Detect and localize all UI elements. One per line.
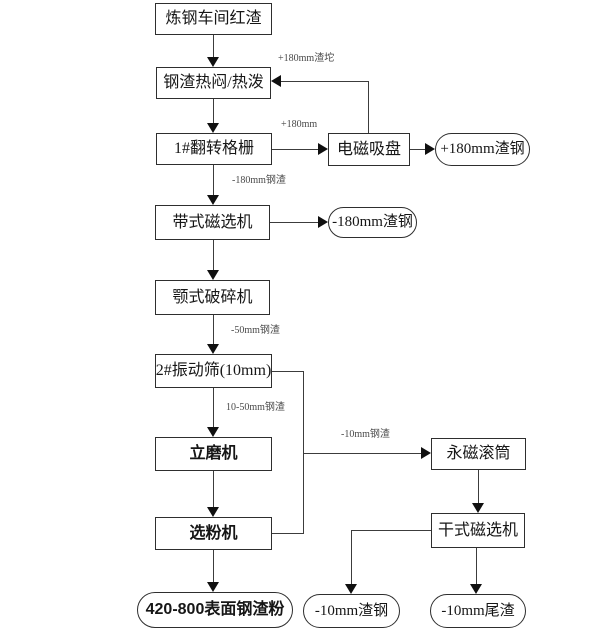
node-steelmaking-red-slag: 炼钢车间红渣 — [155, 3, 272, 35]
arrowhead-right-icon — [318, 143, 328, 155]
arrowhead-down-icon — [207, 195, 219, 205]
connector-grid-to-beltseparator — [213, 165, 214, 196]
arrowhead-down-icon — [207, 344, 219, 354]
node-slag-powder-output: 420-800表面钢渣粉 — [137, 592, 293, 628]
connector-stewing-to-grid — [213, 99, 214, 124]
node-powder-classifier: 选粉机 — [155, 517, 272, 550]
connector-chuck-to-plus180 — [410, 149, 426, 150]
node-minus180mm-slag-steel: -180mm渣钢 — [328, 207, 417, 238]
node-permanent-magnet-drum: 永磁滚筒 — [431, 438, 526, 470]
arrowhead-down-icon — [345, 584, 357, 594]
connector-beltseparator-to-crusher — [213, 240, 214, 271]
connector-dryseparator-left-horizontal — [351, 530, 431, 531]
connector-chuck-feedback-vertical — [368, 81, 369, 133]
connector-classifier-right-stub — [272, 533, 303, 534]
arrowhead-down-icon — [470, 584, 482, 594]
connector-beltseparator-to-minus180 — [270, 222, 319, 223]
arrowhead-down-icon — [207, 270, 219, 280]
connector-fines-bus-vertical — [303, 371, 304, 534]
connector-chuck-feedback-horizontal — [281, 81, 369, 82]
node-plus180mm-slag-steel: +180mm渣钢 — [435, 133, 530, 166]
edge-label-minus180mm-slag: -180mm钢渣 — [232, 175, 286, 186]
connector-crusher-to-screen — [213, 315, 214, 345]
arrowhead-down-icon — [207, 582, 219, 592]
edge-label-minus50mm-slag: -50mm钢渣 — [231, 325, 280, 336]
edge-label-plus180mm: +180mm — [281, 119, 318, 130]
arrowhead-down-icon — [207, 427, 219, 437]
node-vibrating-screen-2: 2#振动筛(10mm) — [155, 354, 272, 388]
edge-label-10-50mm-slag: 10-50mm钢渣 — [226, 402, 285, 413]
connector-drum-to-dryseparator — [478, 470, 479, 504]
node-electromagnet-chuck: 电磁吸盘 — [328, 133, 410, 166]
connector-redslag-to-stewing — [213, 35, 214, 58]
connector-dryseparator-to-tailings — [476, 548, 477, 585]
node-slag-hot-stewing: 钢渣热闷/热泼 — [156, 67, 271, 99]
arrowhead-right-icon — [425, 143, 435, 155]
node-minus10mm-slag-steel: -10mm渣钢 — [303, 594, 400, 628]
connector-grid-to-chuck — [272, 149, 319, 150]
arrowhead-down-icon — [207, 507, 219, 517]
node-belt-magnetic-separator: 带式磁选机 — [155, 205, 270, 240]
connector-fines-to-drum — [303, 453, 422, 454]
connector-classifier-to-output — [213, 550, 214, 583]
arrowhead-left-icon — [271, 75, 281, 87]
arrowhead-down-icon — [207, 57, 219, 67]
arrowhead-right-icon — [421, 447, 431, 459]
arrowhead-down-icon — [207, 123, 219, 133]
connector-dryseparator-left-vertical — [351, 530, 352, 585]
connector-mill-to-classifier — [213, 471, 214, 508]
node-minus10mm-tailings: -10mm尾渣 — [430, 594, 526, 628]
edge-label-plus180mm-slag-lump: +180mm渣坨 — [278, 53, 335, 64]
connector-screen-right-stub — [272, 371, 303, 372]
connector-screen-to-mill — [213, 388, 214, 428]
edge-label-minus10mm-slag: -10mm钢渣 — [341, 429, 390, 440]
node-jaw-crusher: 颚式破碎机 — [155, 280, 270, 315]
node-dry-magnetic-separator: 干式磁选机 — [431, 513, 525, 548]
arrowhead-down-icon — [472, 503, 484, 513]
node-vertical-mill: 立磨机 — [155, 437, 272, 471]
arrowhead-right-icon — [318, 216, 328, 228]
node-flip-grid-1: 1#翻转格栅 — [156, 133, 272, 165]
